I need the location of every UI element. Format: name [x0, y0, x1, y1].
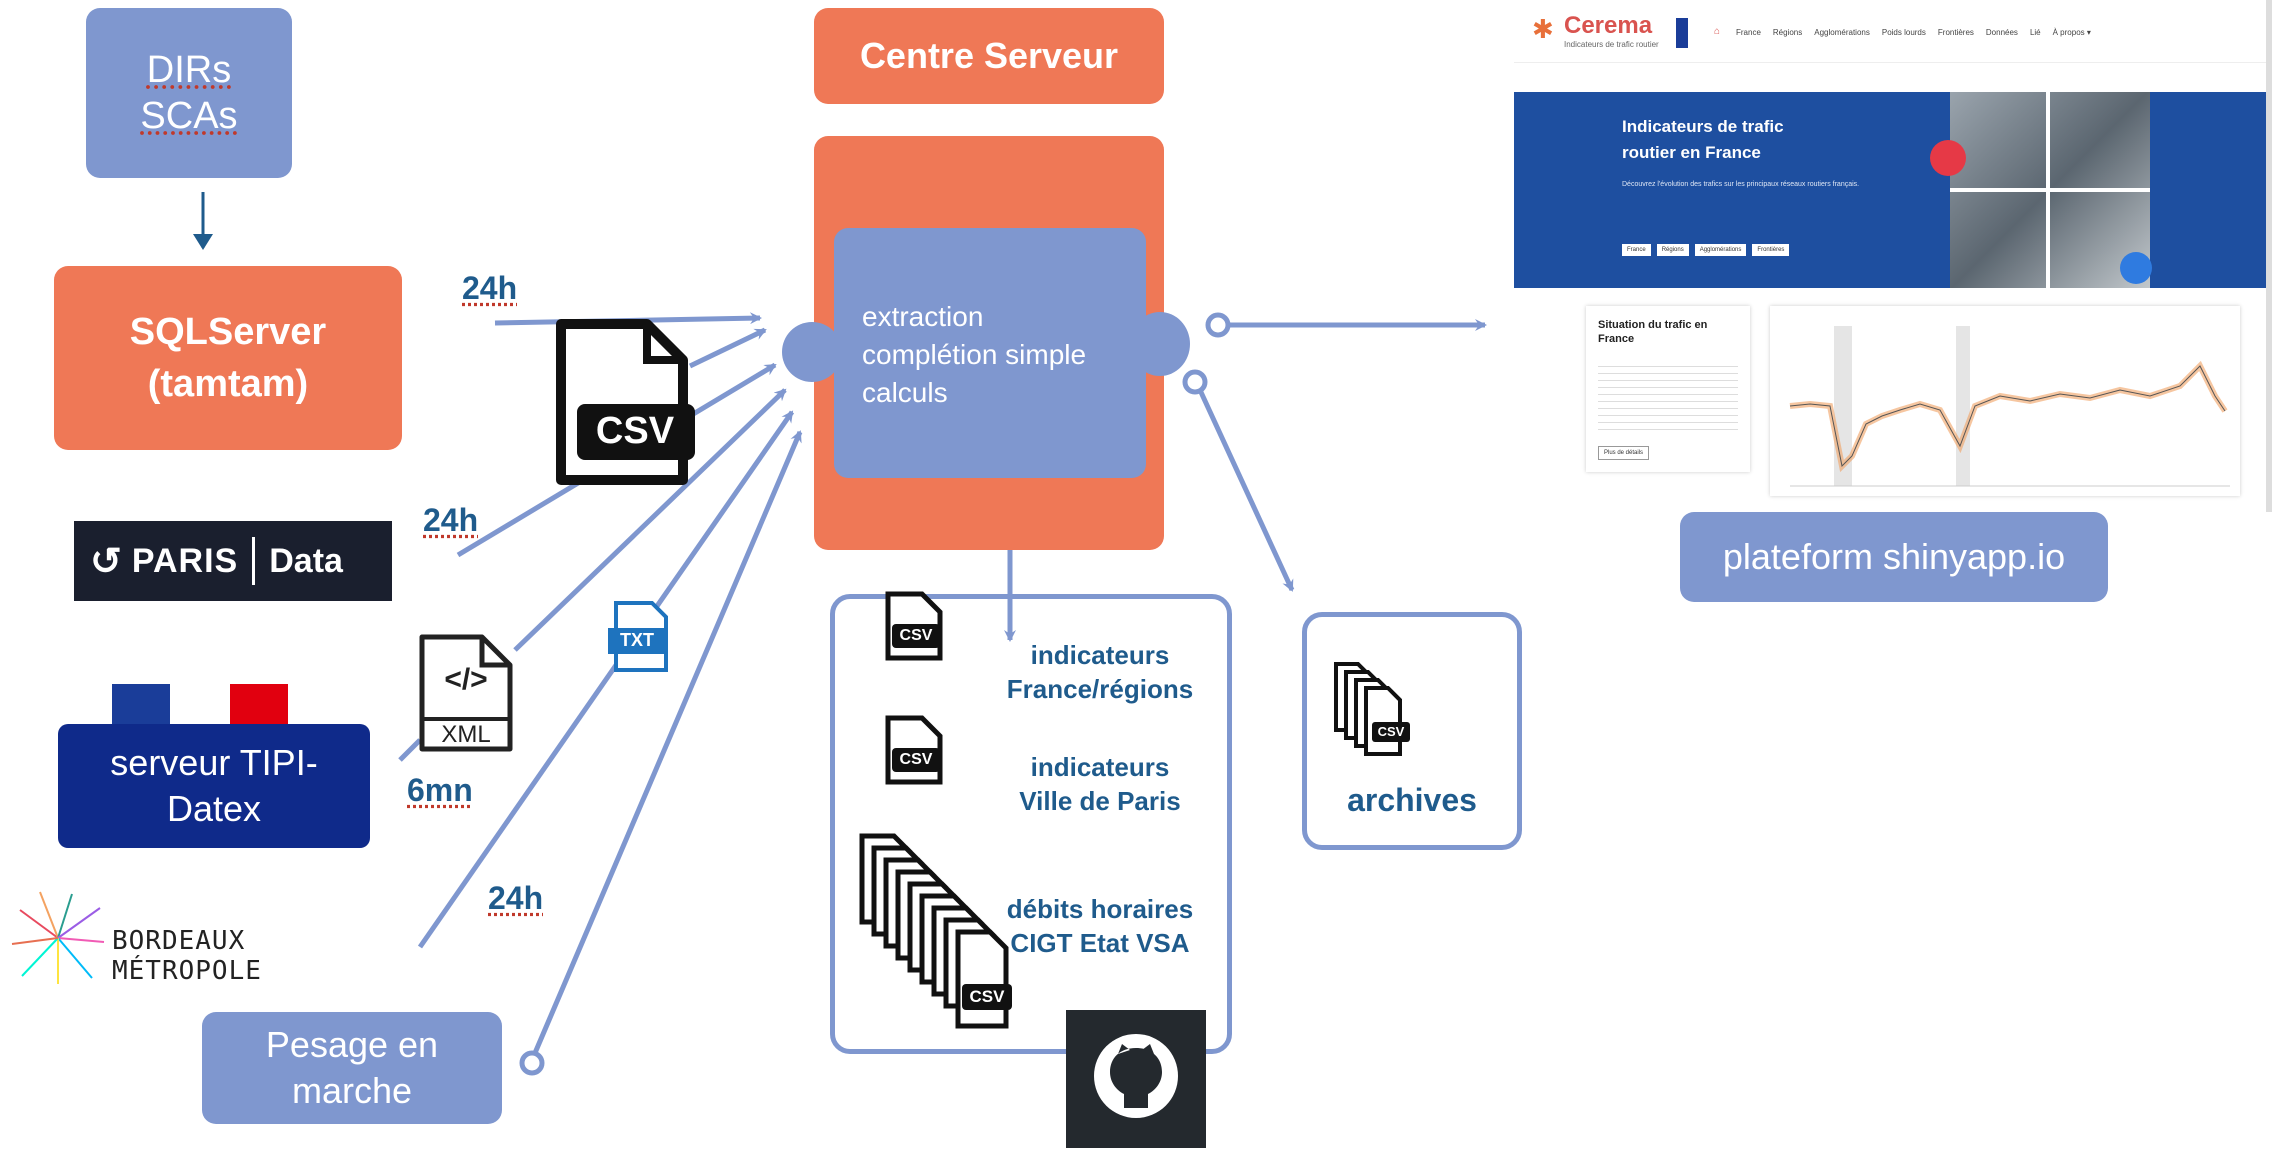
- platform-label: plateform shinyapp.io: [1722, 536, 2066, 577]
- csv-icon-paris: CSV: [884, 714, 944, 786]
- csv-file-label: CSV: [595, 410, 675, 452]
- pesage-box: Pesage en marche: [202, 1012, 502, 1124]
- freq-paris-label: 24h: [423, 502, 479, 538]
- site-nav-item[interactable]: Agglomérations: [1814, 28, 1870, 37]
- bordeaux-logo: BORDEAUX MÉTROPOLE: [10, 890, 410, 990]
- paris-data-swirl-icon: ↺: [90, 540, 122, 583]
- platform-box: plateform shinyapp.io: [1680, 512, 2108, 602]
- hero-text: Découvrez l'évolution des trafics sur le…: [1622, 181, 1860, 188]
- output-hourly-label: débits horaires CIGT Etat VSA: [1006, 894, 1194, 958]
- arrow-pesage-to-server: [529, 430, 803, 1061]
- site-chart: [1770, 306, 2240, 496]
- tipi-datex-label: serveur TIPI- Datex: [110, 742, 318, 829]
- xml-file-icon: </> XML: [418, 633, 514, 753]
- csv-stack-label: CSV: [969, 987, 1005, 1006]
- csv-stack-icon: CSV: [858, 832, 1018, 1032]
- pesage-connector-dot: [519, 1050, 545, 1076]
- archives-csv-shapes: [1334, 662, 1410, 756]
- site-card: Situation du trafic en France Plus de dé…: [1586, 306, 1750, 472]
- marianne-logo: [112, 684, 288, 730]
- dirs-scas-label: DIRs SCAs: [140, 49, 238, 137]
- output-paris-label: indicateurs Ville de Paris: [1019, 752, 1181, 816]
- site-card-title: Situation du trafic en France: [1598, 319, 1708, 345]
- hero-button[interactable]: Frontières: [1752, 244, 1790, 256]
- archives-label: archives: [1347, 782, 1477, 818]
- site-nav-item[interactable]: Poids lourds: [1881, 28, 1926, 37]
- paris-data-divider: [252, 537, 256, 585]
- txt-file-icon: TXT: [606, 600, 672, 674]
- sqlserver-box: SQLServer (tamtam): [54, 266, 402, 450]
- site-nav-item[interactable]: Données: [1985, 28, 2018, 37]
- server-title-box: Centre Serveur: [814, 8, 1164, 104]
- bordeaux-star-icon: [11, 891, 105, 984]
- paris-data-left-label: PARIS: [131, 541, 239, 580]
- home-icon[interactable]: ⌂: [1714, 26, 1721, 37]
- bordeaux-label: BORDEAUX MÉTROPOLE: [112, 926, 262, 986]
- paris-data-right-label: Data: [269, 541, 343, 580]
- freq-sql-label: 24h: [462, 270, 518, 306]
- site-nav-item[interactable]: Frontières: [1937, 28, 1974, 37]
- csv-icon-france-label: CSV: [899, 627, 933, 644]
- arrow-server-to-archives: [1197, 388, 1295, 592]
- paris-data-logo: ↺ PARIS Data: [74, 521, 392, 601]
- archives-frame: [1302, 612, 1522, 850]
- freq-tipi-label: 6mn: [407, 772, 473, 808]
- csv-file-icon: CSV: [555, 318, 695, 486]
- process-label: extraction complétion simple calculs: [862, 301, 1087, 408]
- hero-car-icon: [1930, 140, 1966, 176]
- hero-chart-icon: [2120, 252, 2152, 284]
- archives-csv-label: CSV: [1377, 724, 1405, 739]
- site-chart-drawing: [1789, 326, 2230, 487]
- site-card-button[interactable]: Plus de détails: [1598, 446, 1650, 460]
- archives-csv-icon: CSV: [1332, 660, 1442, 760]
- outputs-frame: [830, 594, 1232, 1054]
- xml-code-glyph: </>: [444, 663, 488, 696]
- site-brand-sub: Indicateurs de trafic routier: [1564, 40, 1659, 49]
- dirs-scas-box: DIRs SCAs: [86, 8, 292, 178]
- hero-button[interactable]: Agglomérations: [1694, 244, 1747, 256]
- server-output-dot-right: [1205, 312, 1231, 338]
- output-france-label: indicateurs France/régions: [1006, 640, 1194, 704]
- csv-icon-france: CSV: [884, 590, 944, 662]
- xml-file-label: XML: [441, 721, 491, 748]
- site-nav-item[interactable]: Régions: [1772, 28, 1803, 37]
- csv-stack-shapes: [859, 833, 1012, 1029]
- arrow-csv-to-server: [688, 327, 767, 369]
- site-hero: Indicateurs de trafic routier en France …: [1514, 92, 2266, 288]
- hero-photo-collage: [1950, 92, 2150, 288]
- arrow-tipi-to-server: [513, 388, 787, 652]
- hero-button[interactable]: France: [1622, 244, 1651, 256]
- hero-title: Indicateurs de trafic routier en France: [1622, 117, 1784, 162]
- server-left-port: [782, 322, 842, 382]
- arrow-tipi-source-line: [398, 738, 422, 762]
- csv-icon-paris-label: CSV: [899, 751, 933, 768]
- site-nav-item[interactable]: Lié: [2029, 28, 2041, 37]
- process-box: extraction complétion simple calculs: [834, 228, 1146, 478]
- site-nav-item[interactable]: France: [1736, 28, 1761, 37]
- cerema-logo-icon: ✱: [1532, 14, 1554, 44]
- site-brand: Cerema: [1564, 12, 1653, 39]
- pesage-label: Pesage en marche: [265, 1024, 439, 1111]
- site-nav: France Régions Agglomérations Poids lour…: [1736, 28, 2091, 37]
- server-output-dot-archives: [1182, 369, 1208, 395]
- site-nav-item[interactable]: À propos ▾: [2052, 28, 2091, 37]
- freq-bordeaux-label: 24h: [488, 880, 544, 916]
- tipi-datex-box: serveur TIPI- Datex: [58, 724, 370, 848]
- sqlserver-label: SQLServer (tamtam): [129, 311, 327, 405]
- hero-buttons: France Régions Agglomérations Frontières: [1622, 244, 1790, 256]
- github-icon: [1094, 1034, 1178, 1118]
- site-header: ✱ Cerema Indicateurs de trafic routier ⌂…: [1514, 0, 2266, 63]
- server-title: Centre Serveur: [859, 35, 1119, 76]
- website-screenshot: ✱ Cerema Indicateurs de trafic routier ⌂…: [1514, 0, 2272, 512]
- txt-file-label: TXT: [620, 630, 654, 650]
- hero-button[interactable]: Régions: [1656, 244, 1689, 256]
- arrow-bordeaux-to-server: [417, 410, 795, 949]
- site-flag: [1676, 18, 1688, 48]
- github-badge[interactable]: [1066, 1010, 1206, 1148]
